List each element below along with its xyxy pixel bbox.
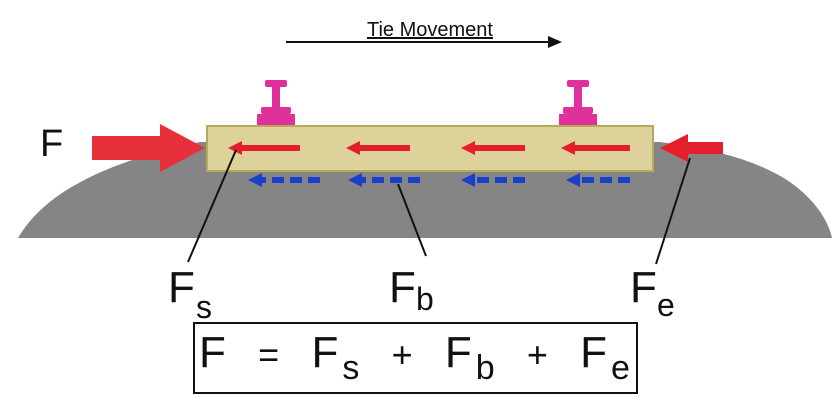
equation-plus-1: + xyxy=(391,334,415,375)
equation-equals: = xyxy=(258,334,282,375)
svg-text:b: b xyxy=(416,281,434,317)
svg-text:F: F xyxy=(630,263,657,312)
label-fb: F b xyxy=(389,263,434,317)
leader-lines xyxy=(187,149,691,265)
label-fe: F e xyxy=(630,263,675,323)
term-fe-main: F xyxy=(580,328,610,377)
side-resistance-arrows xyxy=(228,141,630,155)
svg-text:s: s xyxy=(196,289,212,325)
equation-lhs: F xyxy=(199,328,228,377)
term-fb-main: F xyxy=(444,328,474,377)
svg-text:F: F xyxy=(389,263,416,312)
equation-term-fs: Fs xyxy=(311,328,361,388)
term-fe-sub: e xyxy=(611,349,632,387)
tie-movement-label: Tie Movement xyxy=(367,19,493,41)
equation-term-fe: Fe xyxy=(580,328,632,388)
applied-force-arrow xyxy=(92,124,205,172)
end-resistance-arrow xyxy=(660,134,723,162)
label-fs: F s xyxy=(168,263,212,325)
rail-left xyxy=(257,80,295,128)
base-resistance-arrows xyxy=(248,173,630,187)
term-fs-sub: s xyxy=(342,349,362,387)
term-fb-sub: b xyxy=(475,349,497,387)
svg-text:e: e xyxy=(657,287,675,323)
equation-term-fb: Fb xyxy=(445,328,497,388)
force-equation: F = Fs + Fb + Fe xyxy=(199,328,632,388)
rail-right xyxy=(559,80,597,128)
svg-text:F: F xyxy=(168,263,195,312)
tie-movement-arrow xyxy=(286,36,562,48)
equation-plus-2: + xyxy=(526,334,550,375)
applied-force-label: F xyxy=(40,123,63,165)
equation-box: F = Fs + Fb + Fe xyxy=(193,322,638,394)
term-fs-main: F xyxy=(311,328,341,377)
